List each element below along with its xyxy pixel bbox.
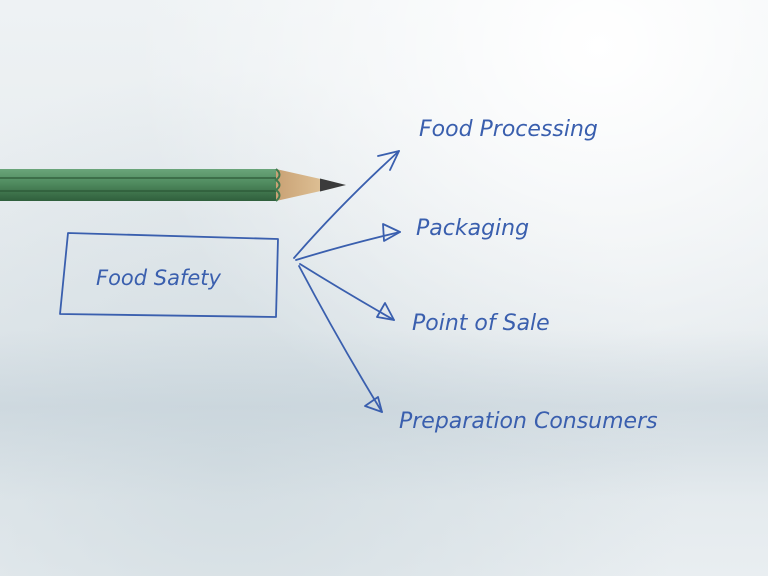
center-box [59,232,279,318]
branch-label-food-processing: Food Processing [419,117,598,142]
branch-label-packaging: Packaging [416,216,529,241]
branch-label-point-of-sale: Point of Sale [412,311,550,336]
arrow-preparation-consumers [298,265,383,413]
pencil-body [0,169,276,201]
arrow-point-of-sale [299,263,395,321]
arrow-food-processing [293,150,400,259]
center-label: Food Safety [96,266,222,290]
pencil-image [0,168,346,202]
arrow-packaging [295,223,401,261]
pencil-lead [320,178,346,192]
branch-label-preparation-consumers: Preparation Consumers [399,409,658,434]
pencil-wood-tip [276,169,334,201]
